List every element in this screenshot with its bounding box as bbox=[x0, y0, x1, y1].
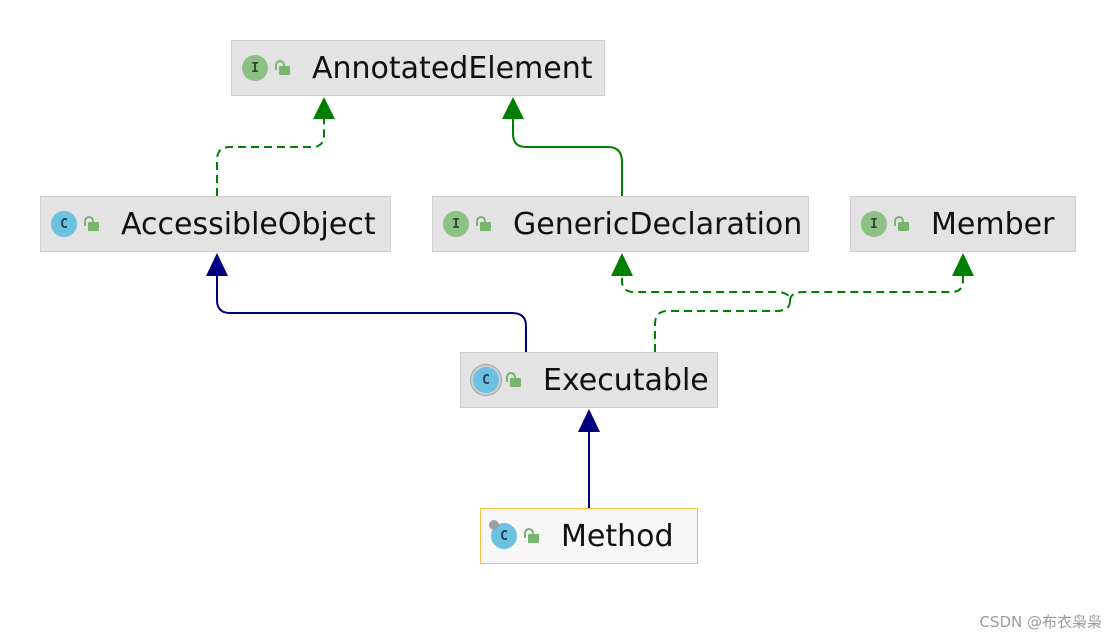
edge-executable-extends-accessibleobject bbox=[216, 274, 527, 352]
node-label: AccessibleObject bbox=[121, 206, 376, 242]
arrowhead bbox=[313, 97, 335, 119]
arrowhead bbox=[611, 253, 633, 276]
arrowhead bbox=[578, 409, 600, 432]
node-method[interactable]: C Method bbox=[480, 508, 698, 564]
arrowhead bbox=[502, 97, 524, 119]
arrowhead bbox=[952, 253, 974, 276]
watermark: CSDN @布衣枭枭 bbox=[979, 613, 1102, 631]
final-class-icon: C bbox=[489, 520, 517, 549]
node-genericdeclaration[interactable]: I GenericDeclaration bbox=[432, 196, 809, 252]
interface-icon: I bbox=[443, 211, 469, 237]
public-access-icon bbox=[274, 58, 294, 78]
abstract-class-icon: C bbox=[473, 367, 499, 393]
class-icon: C bbox=[51, 211, 77, 237]
node-executable[interactable]: C Executable bbox=[460, 352, 718, 408]
public-access-icon bbox=[475, 214, 495, 234]
arrowhead bbox=[206, 253, 228, 276]
edge-genericdeclaration-extends-annotatedelement bbox=[512, 117, 623, 196]
node-label: Member bbox=[931, 206, 1055, 242]
edge-executable-implements-genericdeclaration bbox=[621, 274, 792, 352]
interface-icon: I bbox=[861, 211, 887, 237]
public-access-icon bbox=[83, 214, 103, 234]
node-member[interactable]: I Member bbox=[850, 196, 1076, 252]
node-label: AnnotatedElement bbox=[312, 50, 593, 86]
node-label: GenericDeclaration bbox=[513, 206, 803, 242]
edge-accessibleobject-implements-annotatedelement bbox=[216, 117, 325, 196]
public-access-icon bbox=[523, 526, 543, 546]
node-label: Method bbox=[561, 518, 674, 554]
node-annotatedelement[interactable]: I AnnotatedElement bbox=[231, 40, 605, 96]
public-access-icon bbox=[893, 214, 913, 234]
public-access-icon bbox=[505, 370, 525, 390]
node-accessibleobject[interactable]: C AccessibleObject bbox=[40, 196, 391, 252]
edge-executable-implements-member bbox=[789, 274, 964, 302]
node-label: Executable bbox=[543, 362, 709, 398]
interface-icon: I bbox=[242, 55, 268, 81]
